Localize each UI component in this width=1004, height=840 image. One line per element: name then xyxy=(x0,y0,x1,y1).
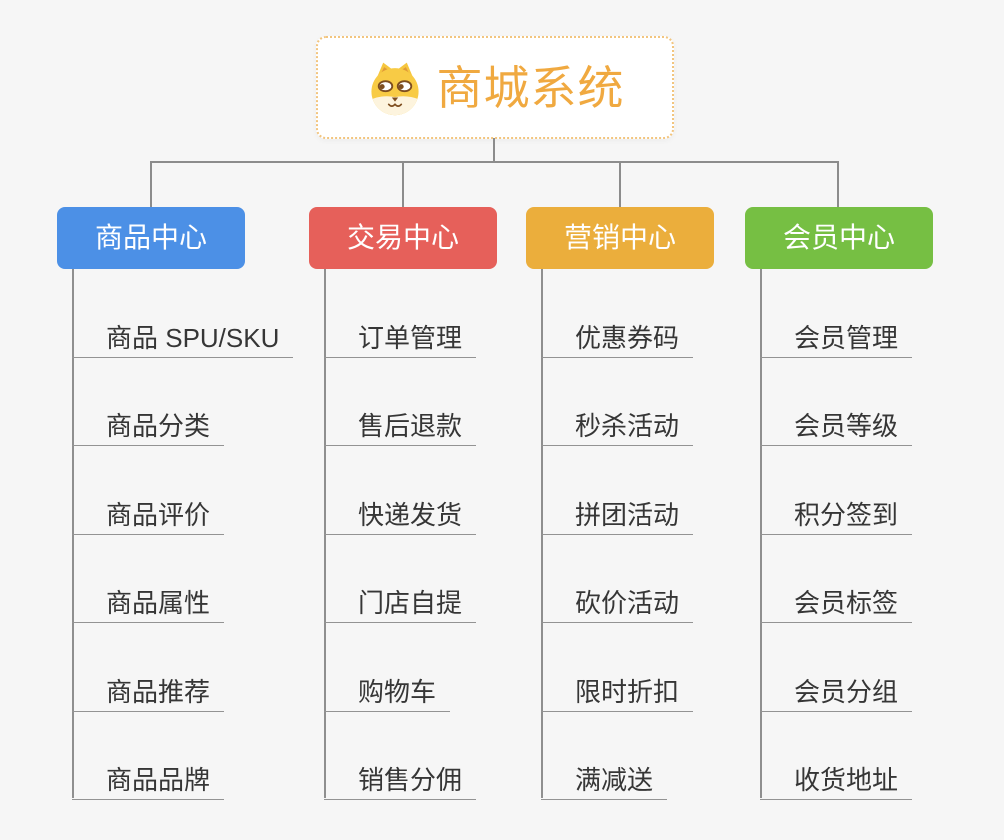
leaf-node[interactable]: 收货地址 xyxy=(760,712,913,800)
leaf-node[interactable]: 秒杀活动 xyxy=(541,358,694,446)
leaf-node[interactable]: 商品 SPU/SKU xyxy=(72,269,294,358)
leaf-node[interactable]: 售后退款 xyxy=(324,358,477,446)
branch-spine xyxy=(72,269,74,798)
root-node[interactable]: 商城系统 xyxy=(316,36,674,139)
connector-drop xyxy=(619,162,621,207)
branch-spine xyxy=(541,269,543,798)
branch-children-trade-center: 订单管理 售后退款 快递发货 门店自提 购物车 销售分佣 xyxy=(324,269,477,800)
leaf-node[interactable]: 门店自提 xyxy=(324,535,477,623)
connector-drop xyxy=(150,162,152,207)
branch-node-marketing-center[interactable]: 营销中心 xyxy=(526,207,714,269)
leaf-node[interactable]: 订单管理 xyxy=(324,269,477,358)
branch-children-member-center: 会员管理 会员等级 积分签到 会员标签 会员分组 收货地址 xyxy=(760,269,913,800)
branch-spine xyxy=(324,269,326,798)
connector-drop xyxy=(837,162,839,207)
leaf-node[interactable]: 商品评价 xyxy=(72,446,225,535)
leaf-node[interactable]: 商品分类 xyxy=(72,358,225,446)
leaf-node[interactable]: 会员分组 xyxy=(760,623,913,712)
leaf-node[interactable]: 会员管理 xyxy=(760,269,913,358)
leaf-node[interactable]: 购物车 xyxy=(324,623,451,712)
connector-bus xyxy=(150,161,839,163)
leaf-node[interactable]: 商品推荐 xyxy=(72,623,225,712)
leaf-node[interactable]: 会员等级 xyxy=(760,358,913,446)
leaf-node[interactable]: 商品品牌 xyxy=(72,712,225,800)
branch-children-marketing-center: 优惠券码 秒杀活动 拼团活动 砍价活动 限时折扣 满减送 xyxy=(541,269,694,800)
connector-drop xyxy=(402,162,404,207)
connector-root-stem xyxy=(493,138,495,162)
leaf-node[interactable]: 满减送 xyxy=(541,712,668,800)
leaf-node[interactable]: 会员标签 xyxy=(760,535,913,623)
leaf-node[interactable]: 限时折扣 xyxy=(541,623,694,712)
branch-node-trade-center[interactable]: 交易中心 xyxy=(309,207,497,269)
leaf-node[interactable]: 快递发货 xyxy=(324,446,477,535)
leaf-node[interactable]: 砍价活动 xyxy=(541,535,694,623)
branch-children-product-center: 商品 SPU/SKU 商品分类 商品评价 商品属性 商品推荐 商品品牌 xyxy=(72,269,294,800)
leaf-node[interactable]: 销售分佣 xyxy=(324,712,477,800)
branch-node-member-center[interactable]: 会员中心 xyxy=(745,207,933,269)
branch-node-product-center[interactable]: 商品中心 xyxy=(57,207,245,269)
leaf-node[interactable]: 优惠券码 xyxy=(541,269,694,358)
leaf-node[interactable]: 积分签到 xyxy=(760,446,913,535)
branch-spine xyxy=(760,269,762,798)
root-title: 商城系统 xyxy=(436,61,625,114)
dog-face-icon xyxy=(370,62,419,115)
leaf-node[interactable]: 拼团活动 xyxy=(541,446,694,535)
leaf-node[interactable]: 商品属性 xyxy=(72,535,225,623)
